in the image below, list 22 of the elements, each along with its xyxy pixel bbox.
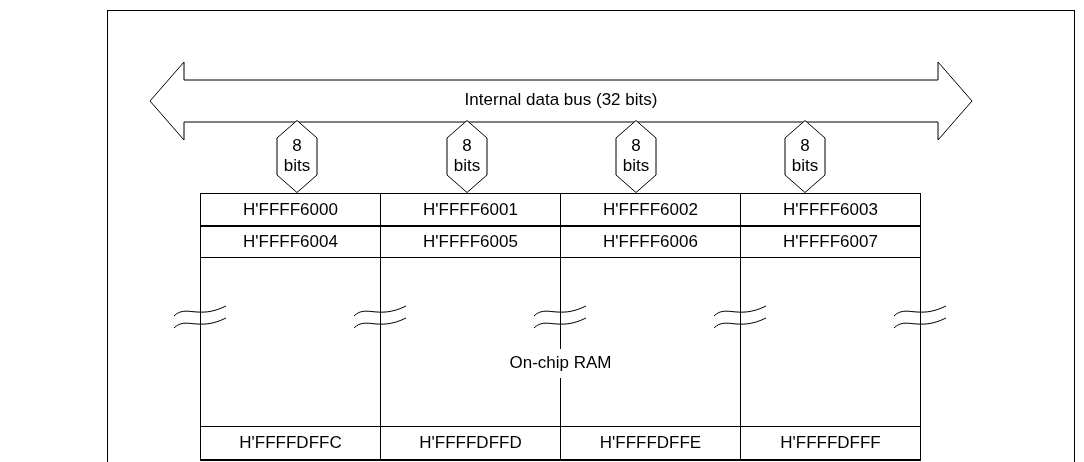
block-label: On-chip RAM [508,353,613,373]
address-cell: H'FFFFDFFC [200,426,381,460]
hexagon-connector [446,120,488,193]
address-cell: H'FFFFDFFD [380,426,561,460]
address-cell: H'FFFF6003 [740,193,921,226]
address-cell: H'FFFF6005 [380,226,561,258]
hexagon-connector [276,120,318,193]
width-label: 8 bits [452,136,482,176]
address-cell: H'FFFF6006 [560,226,741,258]
address-cell: H'FFFF6002 [560,193,741,226]
hexagon-connector [784,120,826,193]
width-label: 8 bits [790,136,820,176]
address-cell: H'FFFF6000 [200,193,381,226]
address-cell: H'FFFF6001 [380,193,561,226]
address-cell: H'FFFF6007 [740,226,921,258]
address-cell: H'FFFFDFFE [560,426,741,460]
width-label: 8 bits [282,136,312,176]
bus-label: Internal data bus (32 bits) [463,90,659,110]
address-cell: H'FFFFDFFF [740,426,921,460]
width-label: 8 bits [621,136,651,176]
hexagon-connector [615,120,657,193]
address-cell: H'FFFF6004 [200,226,381,258]
